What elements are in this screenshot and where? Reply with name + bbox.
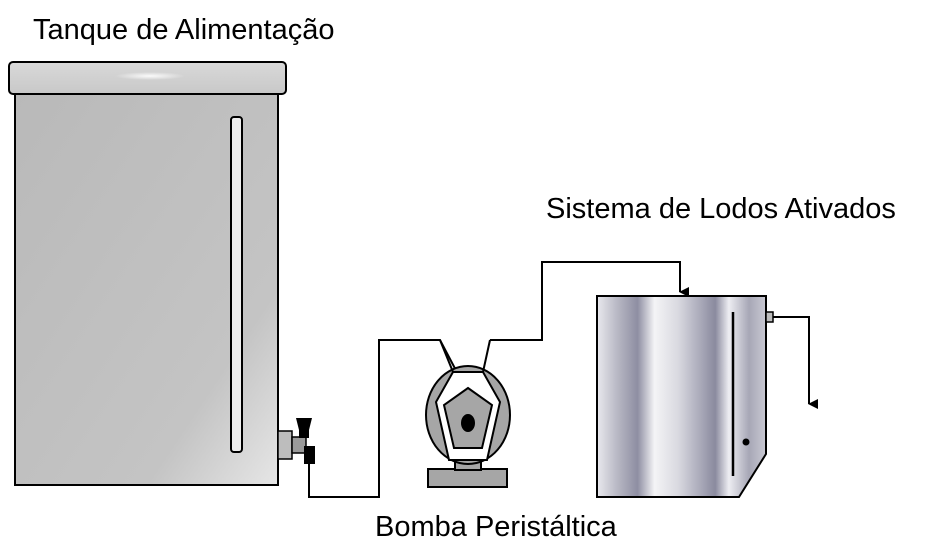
- pump-shaft: [461, 414, 475, 432]
- peristaltic-pump: [425, 339, 511, 488]
- pipe-effluent: [773, 316, 818, 409]
- reactor-body: [596, 295, 767, 498]
- activated-sludge-system-label: Sistema de Lodos Ativados: [546, 193, 896, 225]
- pump-base: [427, 468, 508, 488]
- pipe-pump-to-reactor: [490, 261, 689, 341]
- feed-tank-label: Tanque de Alimentação: [33, 14, 335, 46]
- tank-level-gauge: [230, 116, 243, 453]
- tank-valve-icon: [277, 418, 315, 464]
- activated-sludge-reactor: [596, 295, 774, 498]
- feed-tank: [8, 61, 287, 486]
- reactor-sample-port-icon: [742, 438, 750, 446]
- reactor-outlet-nozzle: [765, 311, 774, 323]
- tank-lid-shine: [115, 72, 185, 80]
- peristaltic-pump-label: Bomba Peristáltica: [375, 511, 617, 543]
